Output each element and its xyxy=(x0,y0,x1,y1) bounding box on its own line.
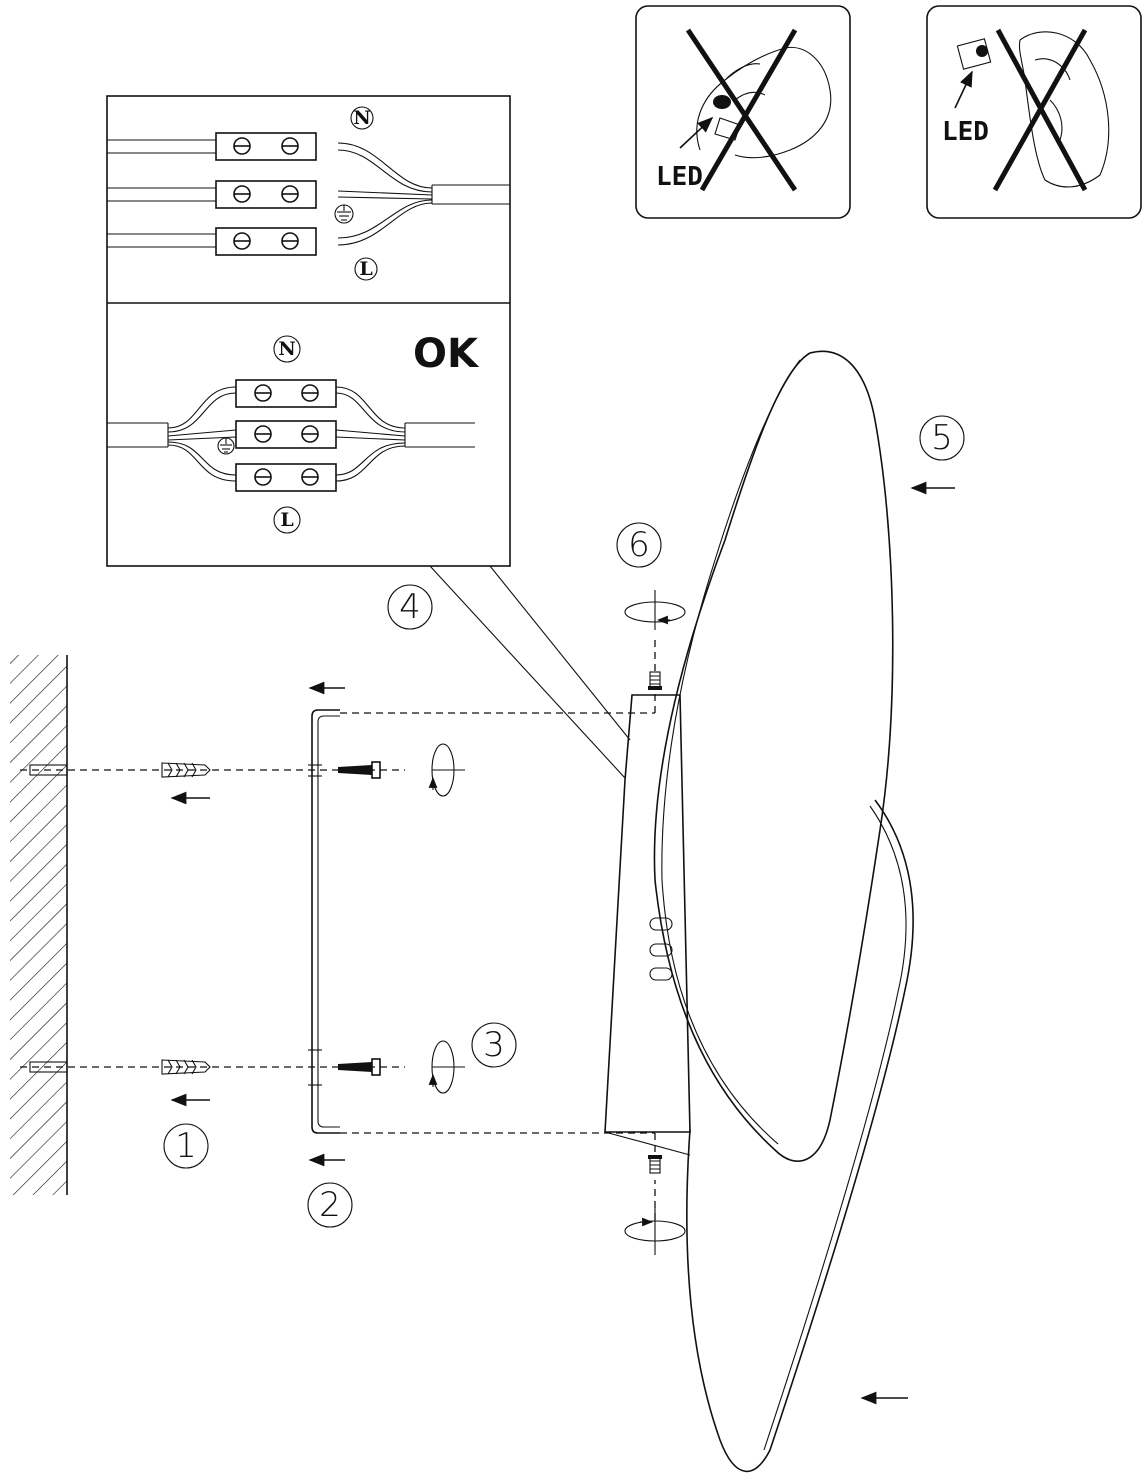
svg-text:5: 5 xyxy=(931,418,953,458)
step-2: 2 xyxy=(307,1182,353,1228)
cable-left xyxy=(107,422,169,448)
label-n-ok: N xyxy=(273,335,301,363)
terminal-block-unconnected: N L xyxy=(107,106,510,281)
prohibited-cross-icon-2 xyxy=(992,28,1088,192)
svg-text:N: N xyxy=(353,107,370,129)
step-6: 6 xyxy=(616,522,662,568)
led-label-1: LED xyxy=(656,162,703,192)
wall-plug-lower xyxy=(161,1059,211,1075)
direction-arrows xyxy=(170,481,955,1405)
wall-hatching xyxy=(10,655,67,1195)
svg-text:L: L xyxy=(280,509,293,531)
wall-hole-upper xyxy=(29,764,68,776)
warning-panel-2: LED xyxy=(926,5,1142,219)
led-label-2: LED xyxy=(942,117,989,147)
svg-text:2: 2 xyxy=(319,1185,341,1225)
label-l-ok: L xyxy=(273,506,301,534)
step-1: 1 xyxy=(163,1123,209,1169)
svg-text:N: N xyxy=(278,338,295,360)
earth-symbol xyxy=(334,204,354,224)
incoming-cable xyxy=(337,142,510,246)
terminal-block-connected: OK N L xyxy=(107,331,480,534)
wiring-panel-frame xyxy=(106,95,511,567)
ok-terminal-earth xyxy=(235,420,337,449)
svg-text:1: 1 xyxy=(175,1126,197,1166)
cable-right xyxy=(404,422,475,448)
wiring-panel: N L OK N L xyxy=(106,95,511,567)
rotation-arrow-upper xyxy=(428,743,465,797)
rotation-arrow-lower xyxy=(428,1040,465,1094)
step-3: 3 xyxy=(471,1022,517,1068)
svg-text:6: 6 xyxy=(628,525,650,565)
step-5: 5 xyxy=(919,415,965,461)
ok-label: OK xyxy=(413,331,480,377)
callout-line-right xyxy=(489,565,631,741)
ok-terminal-l xyxy=(235,463,337,492)
lamp-shade-lower xyxy=(686,799,914,1473)
rotation-arrow-top-screw xyxy=(624,590,686,630)
terminal-n xyxy=(215,132,317,161)
terminal-earth xyxy=(215,180,317,209)
label-l-top: L xyxy=(354,257,378,281)
cloth-on-led-icon xyxy=(954,31,1110,188)
ok-wires xyxy=(167,386,406,482)
lamp-base xyxy=(604,694,691,1156)
hand-touching-led-icon xyxy=(679,46,832,159)
svg-text:3: 3 xyxy=(483,1025,505,1065)
terminal-l xyxy=(215,227,317,256)
step-4: 4 xyxy=(387,584,433,630)
warning-panel-1: LED xyxy=(635,5,851,219)
wall-hole-lower xyxy=(29,1061,68,1073)
ok-terminal-n xyxy=(235,379,337,408)
screw-upper xyxy=(338,761,381,779)
step-markers: 1 2 3 4 5 6 xyxy=(163,415,965,1228)
cover-screw-bottom xyxy=(648,1155,662,1174)
callout-line-left xyxy=(429,565,626,779)
mounting-bracket xyxy=(308,709,340,1134)
earth-symbol-ok xyxy=(217,437,235,455)
wall-plug-upper xyxy=(161,762,211,778)
lamp-shade-upper xyxy=(653,350,894,1162)
label-n-top: N xyxy=(350,106,374,130)
cover-screw-top xyxy=(648,671,662,690)
wall xyxy=(10,655,68,1195)
svg-text:L: L xyxy=(359,258,372,280)
svg-text:4: 4 xyxy=(399,587,421,627)
screw-lower xyxy=(338,1058,381,1076)
prohibited-cross-icon-1 xyxy=(685,28,798,192)
rotation-arrow-bottom-screw xyxy=(624,1208,686,1255)
